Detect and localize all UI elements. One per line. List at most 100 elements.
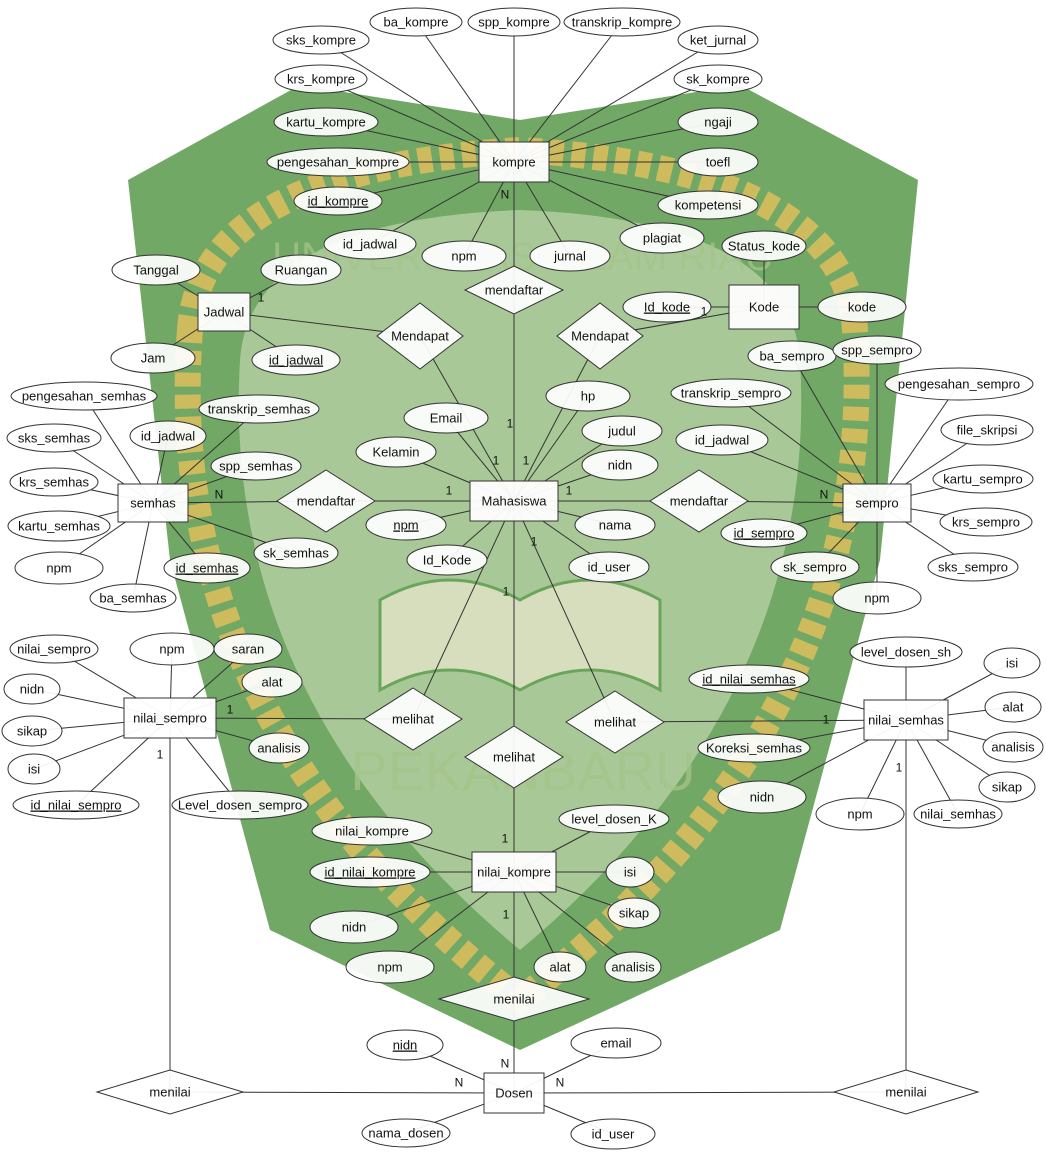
attribute-label: spp_kompre — [478, 15, 550, 30]
entity-label: nilai_kompre — [477, 865, 551, 880]
cardinality-c7: N — [215, 488, 224, 502]
attribute-id-jadwal: id_jadwal — [251, 344, 341, 376]
attribute-spp-semhas: spp_semhas — [210, 451, 302, 481]
attribute-label: npm — [377, 960, 402, 975]
entity-kode: Kode — [728, 284, 800, 330]
attribute-label: id_semhas — [176, 561, 239, 576]
attribute-label: sikap — [619, 906, 649, 921]
attribute-label: id_kompre — [308, 194, 369, 209]
relationship-menilai-sempro: menilai — [95, 1069, 245, 1115]
cardinality-c18: 1 — [531, 535, 538, 549]
attribute-saran: saran — [213, 633, 283, 665]
relationship-label: Mendapat — [391, 329, 449, 344]
entity-label: kompre — [492, 155, 535, 170]
attribute-id-kode: Id_kode — [622, 291, 712, 323]
attribute-label: isi — [28, 762, 40, 777]
attribute-label: nilai_semhas — [920, 807, 996, 822]
attribute-pengesahan-kompre: pengesahan_kompre — [266, 147, 410, 177]
attribute-kartu-semhas: kartu_semhas — [7, 510, 111, 542]
attribute-kelamin: Kelamin — [355, 436, 437, 468]
attribute-label: kartu_semhas — [18, 519, 100, 534]
cardinality-c10: N — [820, 488, 829, 502]
attribute-id-kompre: id_kompre — [293, 186, 383, 216]
cardinality-c17: 1 — [503, 908, 510, 922]
attribute-label: krs_kompre — [287, 72, 355, 87]
cardinality-c21: N — [556, 1076, 565, 1090]
attribute-isi: isi — [983, 647, 1041, 679]
relationship-label: melihat — [392, 712, 434, 727]
attribute-label: sikap — [17, 724, 47, 739]
attribute-judul: judul — [581, 415, 663, 447]
attribute-transkrip-sempro: transkrip_sempro — [670, 378, 792, 408]
attribute-label: level_dosen_K — [571, 812, 657, 827]
attribute-label: id_nilai_kompre — [324, 865, 415, 880]
attribute-hp: hp — [545, 380, 631, 412]
attribute-label: id_sempro — [734, 526, 795, 541]
attribute-npm: npm — [832, 581, 922, 615]
attribute-npm: npm — [345, 950, 435, 984]
attribute-label: nilai_kompre — [335, 824, 409, 839]
relationship-label: melihat — [493, 750, 535, 765]
cardinality-c3: 1 — [258, 291, 265, 305]
attribute-npm: npm — [14, 551, 104, 585]
relationship-menilai-kompre: menilai — [437, 976, 591, 1022]
attribute-label: npm — [46, 561, 71, 576]
attribute-label: nidn — [342, 920, 367, 935]
attribute-sikap: sikap — [978, 771, 1036, 803]
attribute-spp-kompre: spp_kompre — [467, 7, 561, 37]
attribute-label: sks_kompre — [286, 33, 356, 48]
cardinality-c15: 1 — [896, 761, 903, 775]
attribute-status-kode: Status_kode — [721, 230, 807, 262]
attribute-label: Level_dosen_sempro — [178, 798, 302, 813]
attribute-id-jadwal: id_jadwal — [323, 228, 417, 260]
attribute-nidn: nidn — [581, 449, 659, 481]
relationship-label: Mendapat — [571, 329, 629, 344]
attribute-id-user: id_user — [570, 1118, 656, 1150]
attribute-label: spp_semhas — [219, 459, 293, 474]
attribute-transkrip-kompre: transkrip_kompre — [563, 7, 681, 37]
attribute-ba-kompre: ba_kompre — [369, 7, 463, 37]
attribute-label: Tanggal — [133, 263, 179, 278]
entity-label: Mahasiswa — [481, 494, 547, 509]
relationship-label: mendaftar — [670, 494, 729, 509]
attribute-nidn: nidn — [366, 1029, 444, 1061]
attribute-tanggal: Tanggal — [111, 254, 201, 286]
attribute-analisis: analisis — [604, 951, 662, 983]
attribute-label: alat — [550, 960, 571, 975]
cardinality-c16: 1 — [502, 832, 509, 846]
attribute-label: npm — [159, 642, 184, 657]
attribute-label: nidn — [20, 682, 45, 697]
attribute-label: nidn — [750, 790, 775, 805]
relationship-melihat-kompre: melihat — [464, 725, 564, 789]
attribute-label: Id_Kode — [423, 553, 471, 568]
attribute-pengesahan-semhas: pengesahan_semhas — [10, 381, 158, 411]
attribute-ba-semhas: ba_semhas — [89, 583, 177, 613]
attribute-isi: isi — [7, 753, 61, 785]
entity-semhas: semhas — [117, 483, 189, 523]
attribute-label: id_nilai_sempro — [30, 798, 121, 813]
attribute-nama: nama — [574, 509, 656, 541]
attribute-level-dosen-sempro: Level_dosen_sempro — [171, 790, 309, 820]
attribute-label: saran — [232, 642, 265, 657]
attribute-ba-sempro: ba_sempro — [747, 340, 837, 372]
attribute-label: ba_sempro — [759, 349, 824, 364]
attribute-label: pengesahan_sempro — [898, 377, 1020, 392]
attribute-label: analisis — [991, 740, 1035, 755]
cardinality-c5: 1 — [701, 305, 708, 319]
attribute-ngaji: ngaji — [677, 107, 759, 137]
relationship-label: menilai — [493, 992, 534, 1007]
attribute-analisis: analisis — [982, 731, 1044, 763]
attribute-email: Email — [403, 402, 489, 434]
attribute-id-jadwal: id_jadwal — [675, 424, 769, 456]
attribute-level-dosen-sh: level_dosen_sh — [849, 636, 963, 668]
attribute-label: hp — [581, 389, 595, 404]
entity-dosen: Dosen — [483, 1072, 545, 1114]
attribute-label: analisis — [257, 741, 301, 756]
attribute-label: sk_kompre — [686, 72, 750, 87]
attribute-label: toefl — [706, 155, 731, 170]
attribute-label: sk_sempro — [783, 560, 847, 575]
attribute-pengesahan-sempro: pengesahan_sempro — [884, 367, 1034, 401]
attribute-label: sk_semhas — [263, 546, 329, 561]
attribute-label: alat — [262, 675, 283, 690]
attribute-sikap: sikap — [1, 715, 63, 747]
